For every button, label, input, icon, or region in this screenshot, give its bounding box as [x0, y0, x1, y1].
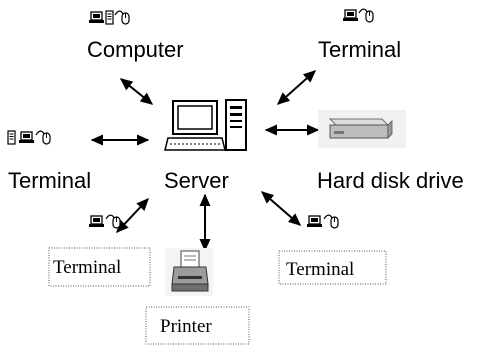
- arrow-terminal-bottom-right-server: [260, 191, 302, 226]
- computer-mouse-icon: [7, 130, 51, 145]
- terminal-bottom-right-label: Terminal: [286, 259, 354, 280]
- computer-label: Computer: [87, 37, 184, 62]
- laptop-mouse-icon: [88, 214, 121, 229]
- terminal-bottom-left-box: [48, 247, 151, 287]
- laptop-mouse-icon: [306, 214, 339, 229]
- server-icon: [164, 99, 247, 151]
- hard-disk-icon: [318, 110, 406, 148]
- terminal-bottom-left-label: Terminal: [53, 257, 121, 278]
- laptop-mouse-icon: [342, 8, 374, 23]
- printer-label: Printer: [160, 316, 212, 337]
- printer-box: [145, 306, 250, 345]
- terminal-top-right-label: Terminal: [318, 37, 401, 62]
- server-label: Server: [164, 168, 229, 193]
- terminal-left-label: Terminal: [8, 168, 91, 193]
- arrow-computer-server: [119, 78, 154, 105]
- hard-disk-label: Hard disk drive: [317, 168, 464, 193]
- arrow-terminal-bottom-left-server: [116, 197, 149, 234]
- arrow-terminal-top-right-server: [276, 70, 317, 105]
- printer-icon: [165, 248, 213, 296]
- computer-mouse-icon: [88, 10, 130, 25]
- terminal-bottom-right-box: [278, 250, 387, 285]
